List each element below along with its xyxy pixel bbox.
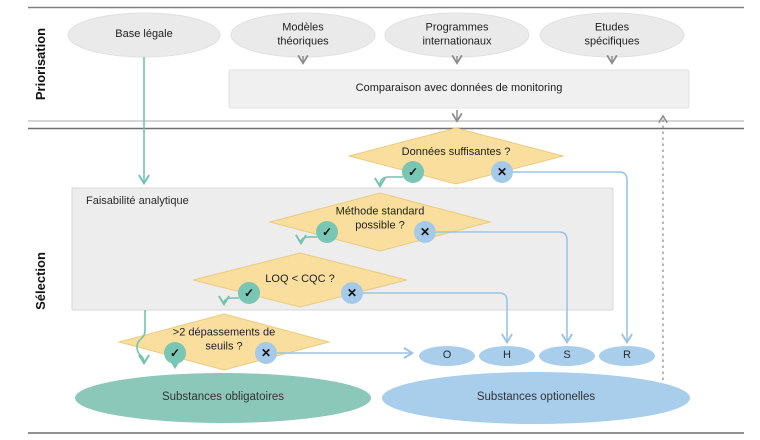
no-circle-depassements: [255, 342, 277, 364]
source-label-modeles-theoriques: Modèles théoriques: [277, 21, 329, 47]
arrow-yes-donnees-to-methode: [374, 176, 403, 189]
feasibility-box-label: Faisabilité analytique: [86, 195, 189, 207]
no-circle-donnees: [491, 161, 513, 183]
arrow-no-donnees-to-r: [513, 171, 633, 345]
decision-label-methode: Méthode standard possible ?: [335, 205, 425, 231]
output-label-mandatory: Substances obligatoires: [161, 390, 285, 403]
arrow-feasibility-to-mandatory: [136, 310, 150, 366]
yes-circle-loq: [238, 282, 260, 304]
comparison-box: [228, 69, 690, 109]
yes-circle-donnees: [402, 161, 424, 183]
output-label-optional: Substances optionelles: [476, 390, 596, 403]
source-label-base-legale: Base légale: [115, 28, 173, 41]
section-label-selection: Sélection: [33, 252, 48, 310]
category-label-s: S: [563, 349, 571, 362]
check-icon: ✓: [169, 346, 181, 360]
source-label-etudes-specifiques: Etudes spécifiques: [584, 21, 640, 47]
decision-label-loq: LOQ < CQC ?: [265, 273, 335, 286]
arrow-no-loq-to-h: [363, 292, 513, 345]
decision-label-depassements: >2 dépassements de seuils ?: [172, 326, 276, 352]
cross-icon: ✕: [496, 165, 508, 179]
yes-circle-methode: [316, 221, 338, 243]
section-label-priorisation: Priorisation: [33, 27, 48, 101]
source-label-programmes-internationaux: Programmes internationaux: [422, 21, 492, 47]
output-ellipse-mandatory: [75, 373, 371, 423]
category-ellipse-o: [419, 346, 475, 366]
cross-icon: ✕: [419, 225, 431, 239]
arrow-no-methode-to-s: [436, 231, 573, 345]
yes-circle-depassements: [164, 342, 186, 364]
category-label-r: R: [623, 349, 631, 362]
cross-icon: ✕: [346, 286, 358, 300]
category-ellipse-h: [479, 346, 535, 366]
decision-label-donnees: Données suffisantes ?: [401, 146, 511, 159]
arrow-yes-methode-to-loq: [295, 234, 317, 246]
category-label-h: H: [503, 349, 511, 362]
comparison-box-label: Comparaison avec données de monitoring: [355, 82, 563, 95]
check-icon: ✓: [321, 225, 333, 239]
output-ellipse-optional: [382, 372, 690, 424]
category-ellipse-s: [539, 346, 595, 366]
check-icon: ✓: [407, 165, 419, 179]
cross-icon: ✕: [260, 346, 272, 360]
check-icon: ✓: [243, 286, 255, 300]
no-circle-methode: [414, 221, 436, 243]
arrow-yes-loq-to-depassements: [218, 295, 239, 307]
no-circle-loq: [341, 282, 363, 304]
category-ellipse-r: [599, 346, 655, 366]
category-label-o: O: [442, 349, 452, 362]
